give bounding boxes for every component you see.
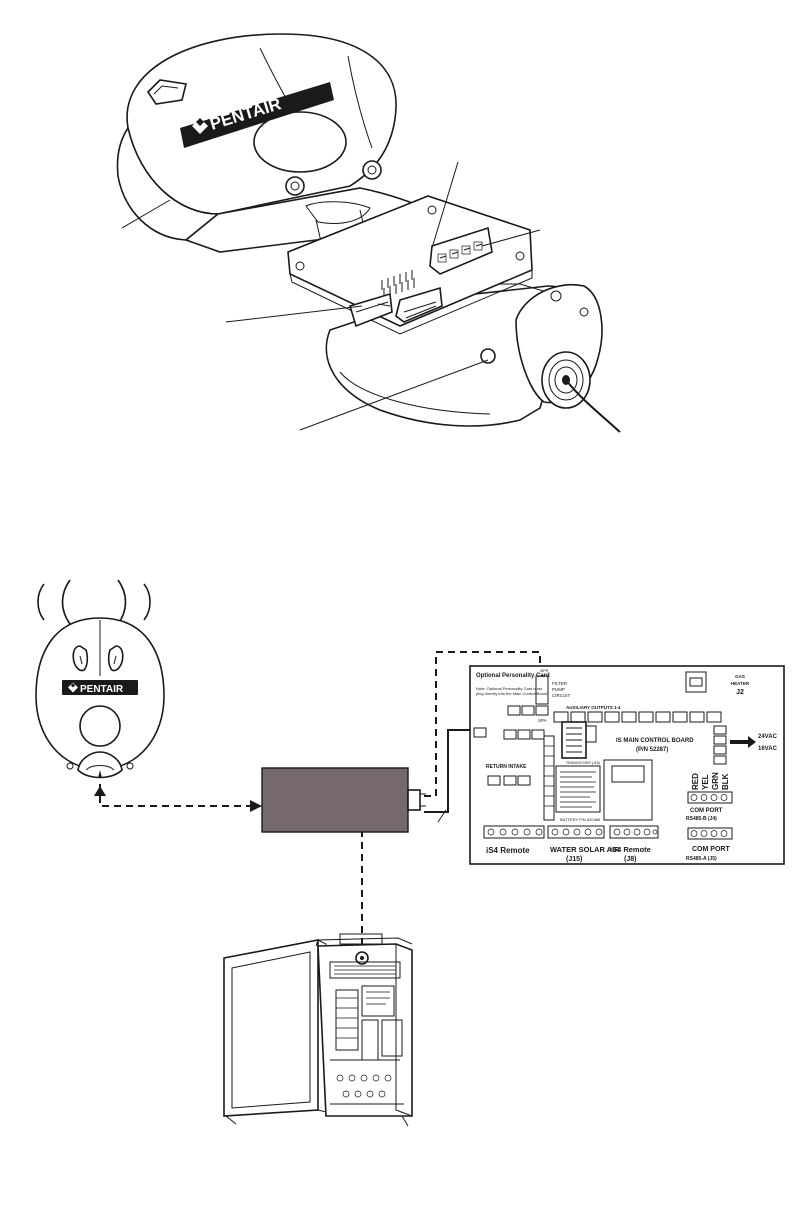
battery-label: BATTERY P/N 520489 [560, 817, 601, 822]
com-port-a-terminals [687, 827, 733, 840]
part-number-label: (P/N 52287) [636, 747, 668, 753]
com-port-b-label: COM PORT [690, 808, 723, 814]
transceiver-top-cover: PENTAIR [116, 33, 397, 243]
wire-red-label: RED [691, 773, 700, 790]
24vac-label: 24VAC [758, 734, 778, 740]
rs485-a-label: RS485-A (J5) [686, 856, 717, 862]
wire-blk-label: BLK [721, 773, 730, 790]
rs485-b-label: RS485-B (J4) [686, 816, 717, 822]
pentair-logo: PENTAIR [62, 680, 138, 695]
wireless-signal-icon [37, 579, 151, 625]
remote-brand-label: PENTAIR [80, 684, 124, 695]
cable-gland [515, 284, 621, 433]
main-control-board: Optional Personality Card Note: Optional… [469, 665, 785, 865]
j2-label: J2 [736, 689, 744, 696]
spa-label: SPA [538, 718, 547, 723]
receiver-box [261, 767, 426, 833]
is4-remote-right-terminals [609, 825, 659, 839]
is4-remote-right-label: iS4 Remote [610, 845, 651, 854]
wire-yel-label: YEL [701, 774, 710, 790]
main-control-board-label: IS MAIN CONTROL BOARD [616, 738, 694, 744]
return-intake-connectors [487, 775, 531, 786]
water-solar-air-terminals [547, 825, 605, 839]
filter-label: FILTER [552, 681, 568, 686]
svg-text:TRANSCEIVER (J16): TRANSCEIVER (J16) [566, 761, 600, 765]
spa-connectors: SPA [507, 705, 549, 723]
pump-label: PUMP [552, 687, 565, 692]
return-intake-label: RETURN INTAKE [486, 764, 527, 770]
transceiver-connector-port [561, 721, 597, 759]
16vac-label: 16VAC [758, 746, 778, 752]
transceiver-exploded-view: PENTAIR [116, 33, 621, 433]
remote-button-left[interactable] [72, 645, 89, 672]
leader-lines [121, 161, 541, 431]
water-solar-air-label: WATER SOLAR AIR [550, 845, 620, 854]
j15-label: (J15) [566, 856, 582, 863]
wire-grn-label: GRN [711, 772, 720, 790]
wire-color-labels: RED YEL GRN BLK [691, 772, 730, 790]
transceiver-circuit-board [287, 195, 533, 335]
power-tap-selector: 24VAC 16VAC [713, 725, 778, 765]
auxiliary-outputs-label: AUXILIARY OUTPUTS 1-4 [566, 705, 621, 710]
circuit-label: CIRCUIT [552, 693, 570, 698]
optional-card-note-1: Note: Optional Personality Card must [476, 686, 543, 691]
gas-label: GAS [735, 674, 745, 679]
j8-label: (J8) [624, 856, 636, 863]
is4-remote-left-terminals [483, 825, 545, 839]
com-port-a-label: COM PORT [692, 846, 730, 853]
is4-remote-left-label: iS4 Remote [486, 846, 530, 855]
remote-button-right[interactable] [107, 645, 124, 672]
com-port-b-terminals [687, 791, 733, 804]
handheld-remote: PENTAIR [35, 617, 165, 779]
svg-text:WPR: WPR [540, 669, 549, 673]
load-center-enclosure [223, 933, 413, 1127]
warning-label [555, 765, 601, 813]
optional-card-label: Optional Personality Card [476, 673, 550, 679]
optional-card-note-2: plug directly into the Main Control Boar… [476, 691, 548, 696]
heater-label: HEATER [731, 681, 750, 686]
